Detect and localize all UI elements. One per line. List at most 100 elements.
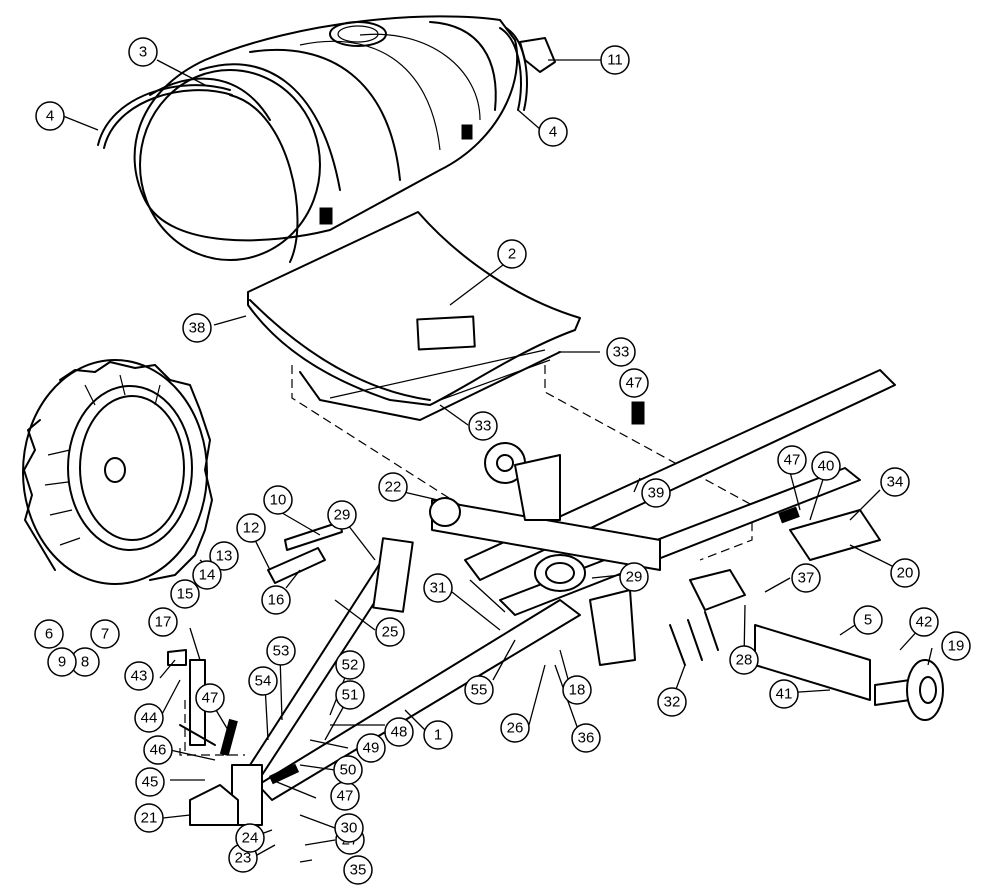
svg-text:48: 48 xyxy=(391,724,408,741)
svg-text:47: 47 xyxy=(202,690,219,707)
callout-48: 48 xyxy=(384,717,414,747)
main-frame xyxy=(167,369,944,826)
callout-16: 16 xyxy=(261,585,291,615)
svg-text:2: 2 xyxy=(508,246,516,263)
callout-47b: 47 xyxy=(777,445,807,475)
callout-37: 37 xyxy=(791,563,821,593)
svg-text:46: 46 xyxy=(150,742,167,759)
svg-text:31: 31 xyxy=(430,580,447,597)
callout-44: 44 xyxy=(134,703,164,733)
callout-4b: 4 xyxy=(538,117,568,147)
svg-text:32: 32 xyxy=(664,694,681,711)
callout-7: 7 xyxy=(90,619,120,649)
svg-text:26: 26 xyxy=(507,720,524,737)
callout-18: 18 xyxy=(562,675,592,705)
callout-40: 40 xyxy=(811,451,841,481)
alignment-lines xyxy=(179,365,753,756)
svg-text:1: 1 xyxy=(434,727,442,744)
svg-text:23: 23 xyxy=(235,850,252,867)
callout-25: 25 xyxy=(375,617,405,647)
svg-text:29: 29 xyxy=(626,569,643,586)
callout-49: 49 xyxy=(356,733,386,763)
svg-text:19: 19 xyxy=(948,638,965,655)
svg-text:17: 17 xyxy=(155,614,172,631)
svg-text:18: 18 xyxy=(569,682,586,699)
callout-12: 12 xyxy=(236,513,266,543)
svg-text:5: 5 xyxy=(864,612,872,629)
svg-text:35: 35 xyxy=(350,862,367,879)
svg-text:54: 54 xyxy=(255,673,272,690)
svg-text:45: 45 xyxy=(142,774,159,791)
callout-38: 38 xyxy=(182,313,212,343)
svg-text:36: 36 xyxy=(578,730,595,747)
callout-50: 50 xyxy=(333,755,363,785)
callout-21: 21 xyxy=(134,803,164,833)
callout-33b: 33 xyxy=(468,411,498,441)
callout-36: 36 xyxy=(571,723,601,753)
svg-text:50: 50 xyxy=(340,762,357,779)
tank-straps xyxy=(97,27,528,263)
svg-text:43: 43 xyxy=(131,668,148,685)
svg-text:28: 28 xyxy=(736,652,753,669)
callout-43: 43 xyxy=(124,661,154,691)
callout-22: 22 xyxy=(378,472,408,502)
callout-6: 6 xyxy=(34,619,64,649)
callout-41: 41 xyxy=(769,679,799,709)
callout-55: 55 xyxy=(464,675,494,705)
svg-text:29: 29 xyxy=(334,507,351,524)
svg-text:7: 7 xyxy=(101,626,109,643)
svg-text:53: 53 xyxy=(273,643,290,660)
callout-26: 26 xyxy=(500,713,530,743)
callout-2: 2 xyxy=(497,239,527,269)
svg-text:51: 51 xyxy=(342,687,359,704)
callout-4a: 4 xyxy=(35,101,65,131)
svg-text:47: 47 xyxy=(626,375,643,392)
callout-47d: 47 xyxy=(330,781,360,811)
callout-54: 54 xyxy=(248,666,278,696)
svg-text:55: 55 xyxy=(471,682,488,699)
svg-text:14: 14 xyxy=(199,567,216,584)
svg-text:33: 33 xyxy=(475,418,492,435)
callout-5: 5 xyxy=(853,605,883,635)
callout-10: 10 xyxy=(263,485,293,515)
svg-text:38: 38 xyxy=(189,320,206,337)
decal-11 xyxy=(519,37,556,73)
callout-33a: 33 xyxy=(606,337,636,367)
callout-13: 13 xyxy=(209,541,239,571)
svg-text:13: 13 xyxy=(216,548,233,565)
callout-30: 30 xyxy=(334,813,364,843)
callout-47a: 47 xyxy=(619,368,649,398)
callout-35: 35 xyxy=(343,855,373,885)
svg-text:15: 15 xyxy=(177,586,194,603)
callout-9: 9 xyxy=(47,647,77,677)
callout-28: 28 xyxy=(729,645,759,675)
svg-text:6: 6 xyxy=(45,626,53,643)
svg-text:42: 42 xyxy=(916,614,933,631)
callout-14: 14 xyxy=(192,560,222,590)
svg-text:9: 9 xyxy=(58,654,66,671)
svg-text:11: 11 xyxy=(607,52,623,69)
callout-46: 46 xyxy=(143,735,173,765)
tank xyxy=(133,15,519,261)
svg-text:3: 3 xyxy=(139,44,147,61)
callout-20: 20 xyxy=(890,558,920,588)
svg-text:49: 49 xyxy=(363,740,380,757)
wheel-tire xyxy=(22,359,213,585)
svg-text:39: 39 xyxy=(648,485,665,502)
svg-text:40: 40 xyxy=(818,458,835,475)
svg-text:10: 10 xyxy=(270,492,287,509)
svg-text:47: 47 xyxy=(337,788,354,805)
svg-text:24: 24 xyxy=(242,830,259,847)
svg-text:22: 22 xyxy=(385,479,402,496)
callout-1: 1 xyxy=(423,720,453,750)
tank-saddle xyxy=(247,211,581,421)
callout-24: 24 xyxy=(235,823,265,853)
svg-text:21: 21 xyxy=(141,810,158,827)
svg-text:25: 25 xyxy=(382,624,399,641)
callout-52: 52 xyxy=(335,650,365,680)
callout-51: 51 xyxy=(335,680,365,710)
svg-text:4: 4 xyxy=(46,108,54,125)
svg-text:8: 8 xyxy=(81,654,89,671)
svg-text:20: 20 xyxy=(897,565,914,582)
